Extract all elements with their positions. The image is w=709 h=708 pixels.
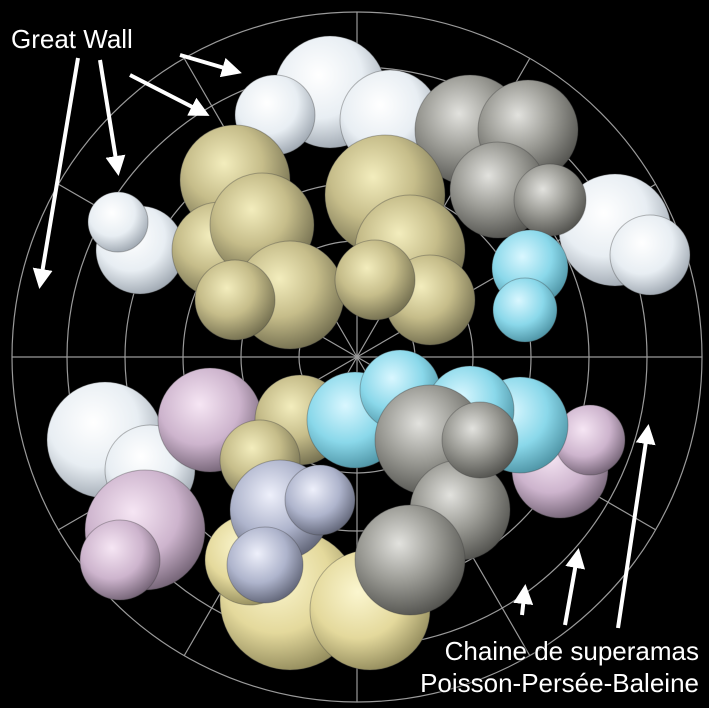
arrow-chain-3 — [616, 424, 656, 629]
lower-clusters — [46, 349, 626, 671]
arrow-great-wall-1 — [179, 53, 242, 78]
arrow-great-wall-2 — [129, 73, 210, 116]
arrow-chain-1 — [513, 584, 534, 616]
arrow-great-wall-3 — [98, 59, 126, 176]
arrow-great-wall-4 — [32, 57, 80, 289]
great-wall-arrows — [32, 53, 242, 289]
upper-clusters — [87, 35, 691, 350]
arrow-chain-2 — [563, 548, 586, 626]
supercluster-chain-label-line2: Poisson-Persée-Baleine — [420, 668, 699, 698]
chain-arrows — [513, 424, 656, 629]
great-wall-label: Great Wall — [11, 24, 133, 54]
supercluster-chain-label-line1: Chaine de superamas — [444, 636, 699, 666]
